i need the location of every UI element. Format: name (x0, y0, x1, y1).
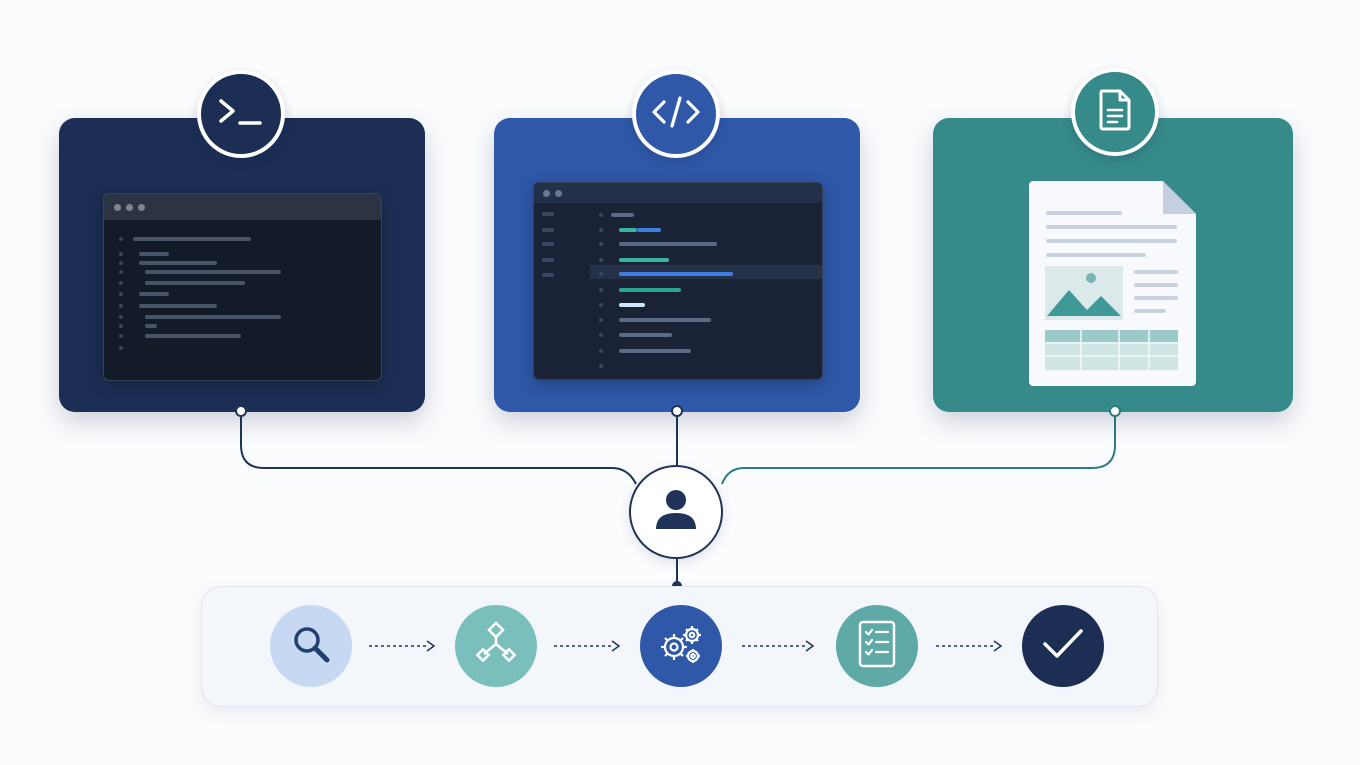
document-icon (1097, 88, 1133, 137)
terminal-window (103, 193, 382, 381)
document-badge (1071, 68, 1159, 156)
branch-icon (472, 620, 520, 673)
code-editor-title-bar (534, 183, 822, 203)
terminal-icon (218, 97, 264, 132)
document-table (1045, 330, 1178, 370)
gears-icon (654, 619, 708, 674)
arrow-3 (742, 640, 815, 652)
arrow-4 (936, 640, 1003, 652)
code-editor-window (533, 182, 823, 380)
user-icon (653, 487, 699, 538)
arrow-1 (369, 640, 436, 652)
code-icon (650, 94, 702, 135)
search-icon (289, 622, 333, 671)
terminal-title-bar (104, 194, 381, 220)
step-process[interactable] (640, 605, 722, 687)
arrow-2 (554, 640, 621, 652)
terminal-badge (197, 70, 285, 158)
step-done[interactable] (1022, 605, 1104, 687)
document-image-placeholder (1045, 266, 1123, 320)
user-hub[interactable] (629, 465, 723, 559)
step-checklist[interactable] (836, 605, 918, 687)
checklist-icon (855, 619, 899, 674)
code-badge (632, 70, 720, 158)
step-branch[interactable] (455, 605, 537, 687)
step-search[interactable] (270, 605, 352, 687)
check-icon (1041, 626, 1085, 667)
